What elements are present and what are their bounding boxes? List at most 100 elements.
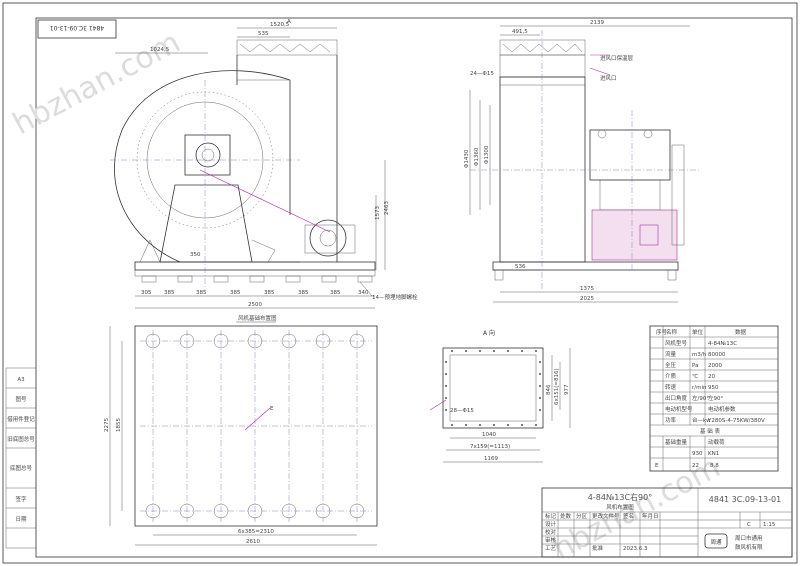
dim-2275: 2275 [104, 418, 110, 432]
dim-1430: Φ1430 [464, 149, 470, 168]
dim-1360: Φ1360 [474, 147, 480, 166]
outlet-flange-hatch [236, 39, 338, 56]
dim-350: 350 [190, 252, 201, 258]
tb-label-sign: 签名 [623, 512, 634, 520]
spec-row-6-name: 出口角度 [665, 394, 688, 402]
dim-305: 305 [141, 290, 152, 296]
spec-row-5-unit: r/min [692, 385, 707, 391]
spec-row-2-name: 流量 [665, 350, 677, 358]
spec-sub-row-1-data: 动载荷 [708, 438, 725, 446]
left-margin-strip: A3 图号 借用件登记 旧底图总号 底图总号 签字 日期 [5, 367, 37, 549]
spec-header-data: 数据 [735, 328, 747, 336]
bottom-dim-2: 385 [196, 290, 207, 296]
spec-row-3-unit: Pa [692, 363, 698, 369]
dim-1855: 1855 [116, 418, 122, 432]
dim-2463: 2463 [384, 201, 390, 215]
strip-a3: A3 [17, 377, 25, 383]
plan-view-title: 风机基础布置图 [238, 314, 277, 322]
spec-row-8-unit: 台—kw [692, 416, 711, 424]
callout-inlet: 进风口 [600, 74, 617, 82]
company-name-2: 鼓风机有限 [735, 543, 763, 551]
foundation-outline [134, 325, 378, 527]
base-rail [134, 261, 376, 271]
side-motor [591, 209, 678, 261]
spec-row-1-name: 风机型号 [665, 339, 688, 347]
spec-row-4-name: 介质 [665, 372, 677, 380]
strip-drawing-no: 图号 [15, 395, 27, 403]
dim-1040: 1040 [482, 432, 496, 438]
spec-row-4-data: 20 [708, 374, 715, 380]
spec-row-6-data: 左90° [708, 394, 723, 402]
dim-2025: 2025 [580, 296, 594, 302]
bottom-dim-6: 385 [330, 290, 341, 296]
spec-row-4-unit: ℃ [692, 373, 698, 380]
dim-535: 535 [258, 31, 269, 37]
dim-1573: 1573 [375, 206, 381, 220]
company-logo-text: 周通 [710, 538, 722, 546]
dim-1300: Φ1300 [484, 145, 490, 164]
spec-row-1-data: 4-84№13C [708, 341, 737, 347]
dim-536: 536 [515, 264, 526, 270]
tb-label-date: 年月日 [642, 512, 659, 520]
tb-label-mark: 标记 [545, 512, 557, 520]
callout-14: 14—预埋地脚螺栓 [372, 293, 418, 301]
side-view: 2139 491,5 24—Φ15 进风口保温层 进风口 Φ1430 Φ1360… [464, 20, 700, 303]
title-block: 4-84№13C右90° 风机布置图 4841 3C.09-13-01 标记 处… [541, 487, 793, 558]
dim-7x159: 7x159(=1113) [470, 444, 510, 450]
front-view: 1520,5 A 535 1024,5 2463 1573 350 305 38… [110, 19, 418, 309]
company-name-1: 周口市通用 [735, 534, 763, 542]
dim-977: 977 [564, 384, 570, 395]
dim-340: 340 [358, 290, 369, 296]
spec-footer-e: E [655, 463, 659, 469]
spec-header-name: 名称 [666, 328, 678, 336]
bottom-dim-5: 385 [298, 290, 309, 296]
section-e-marker: E [270, 406, 274, 412]
spec-row-7-data: 电动机参数 [708, 405, 736, 413]
strip-signature: 签字 [15, 495, 27, 503]
dim-1520: 1520,5 [270, 22, 290, 28]
bottom-dim-1: 385 [164, 290, 175, 296]
company-logo [704, 533, 728, 549]
dim-2139: 2139 [590, 20, 604, 26]
dim-24: 24—Φ15 [470, 71, 494, 77]
drawing-number-box [37, 19, 117, 39]
dim-2500: 2500 [248, 302, 262, 308]
callout-inlet-insulation: 进风口保温层 [600, 54, 634, 62]
spec-row-8-data: Y280S-4-75KW/380V [707, 418, 765, 424]
a-view-outer-flange [442, 347, 544, 429]
dim-28: 28—Φ15 [450, 408, 474, 414]
tb-role-process: 工艺 [545, 545, 557, 552]
spec-header-no: 序号 [656, 328, 668, 336]
title-part-name: 4-84№13C右90° [588, 492, 652, 502]
spec-row-2-data: 80000 [708, 352, 726, 358]
motor-front [309, 219, 347, 257]
spec-row-5-name: 转速 [665, 383, 677, 391]
spec-footer-88: 8.8 [710, 463, 719, 469]
view-a-marker: A [287, 19, 291, 25]
strip-base-total: 底图总号 [10, 464, 33, 472]
tb-role-design: 设计 [545, 520, 557, 528]
dim-2610: 2610 [246, 539, 260, 545]
bottom-dim-3: 385 [230, 290, 241, 296]
tb-label-count: 处数 [560, 512, 572, 520]
spec-row-3-data: 2000 [708, 363, 722, 369]
plan-view: 风机基础布置图 E 2275 1855 6x385=2310 [104, 314, 378, 546]
a-view-title: A 向 [483, 329, 495, 337]
side-casing [499, 76, 586, 263]
dim-1024: 1024,5 [150, 47, 170, 53]
strip-borrowed: 借用件登记 [7, 415, 35, 423]
spec-row-7-name: 电动机型号 [665, 405, 693, 413]
dim-1375: 1375 [580, 286, 594, 292]
title-drawing-number: 4841 3C.09-13-01 [709, 495, 781, 504]
strip-date: 日期 [15, 516, 27, 523]
tb-label-change: 更改文件号 [592, 512, 620, 520]
tb-sheet: C [747, 522, 751, 528]
side-outlet-hatch [499, 39, 586, 56]
pedestal [159, 184, 253, 263]
strip-old-base: 旧底图总号 [7, 435, 35, 443]
tb-date-value: 2023.6.3 [623, 546, 648, 552]
inner-frame [35, 17, 793, 558]
tb-role-check: 校对 [545, 528, 557, 536]
spec-sub-row-2-data: KN1 [708, 451, 719, 457]
